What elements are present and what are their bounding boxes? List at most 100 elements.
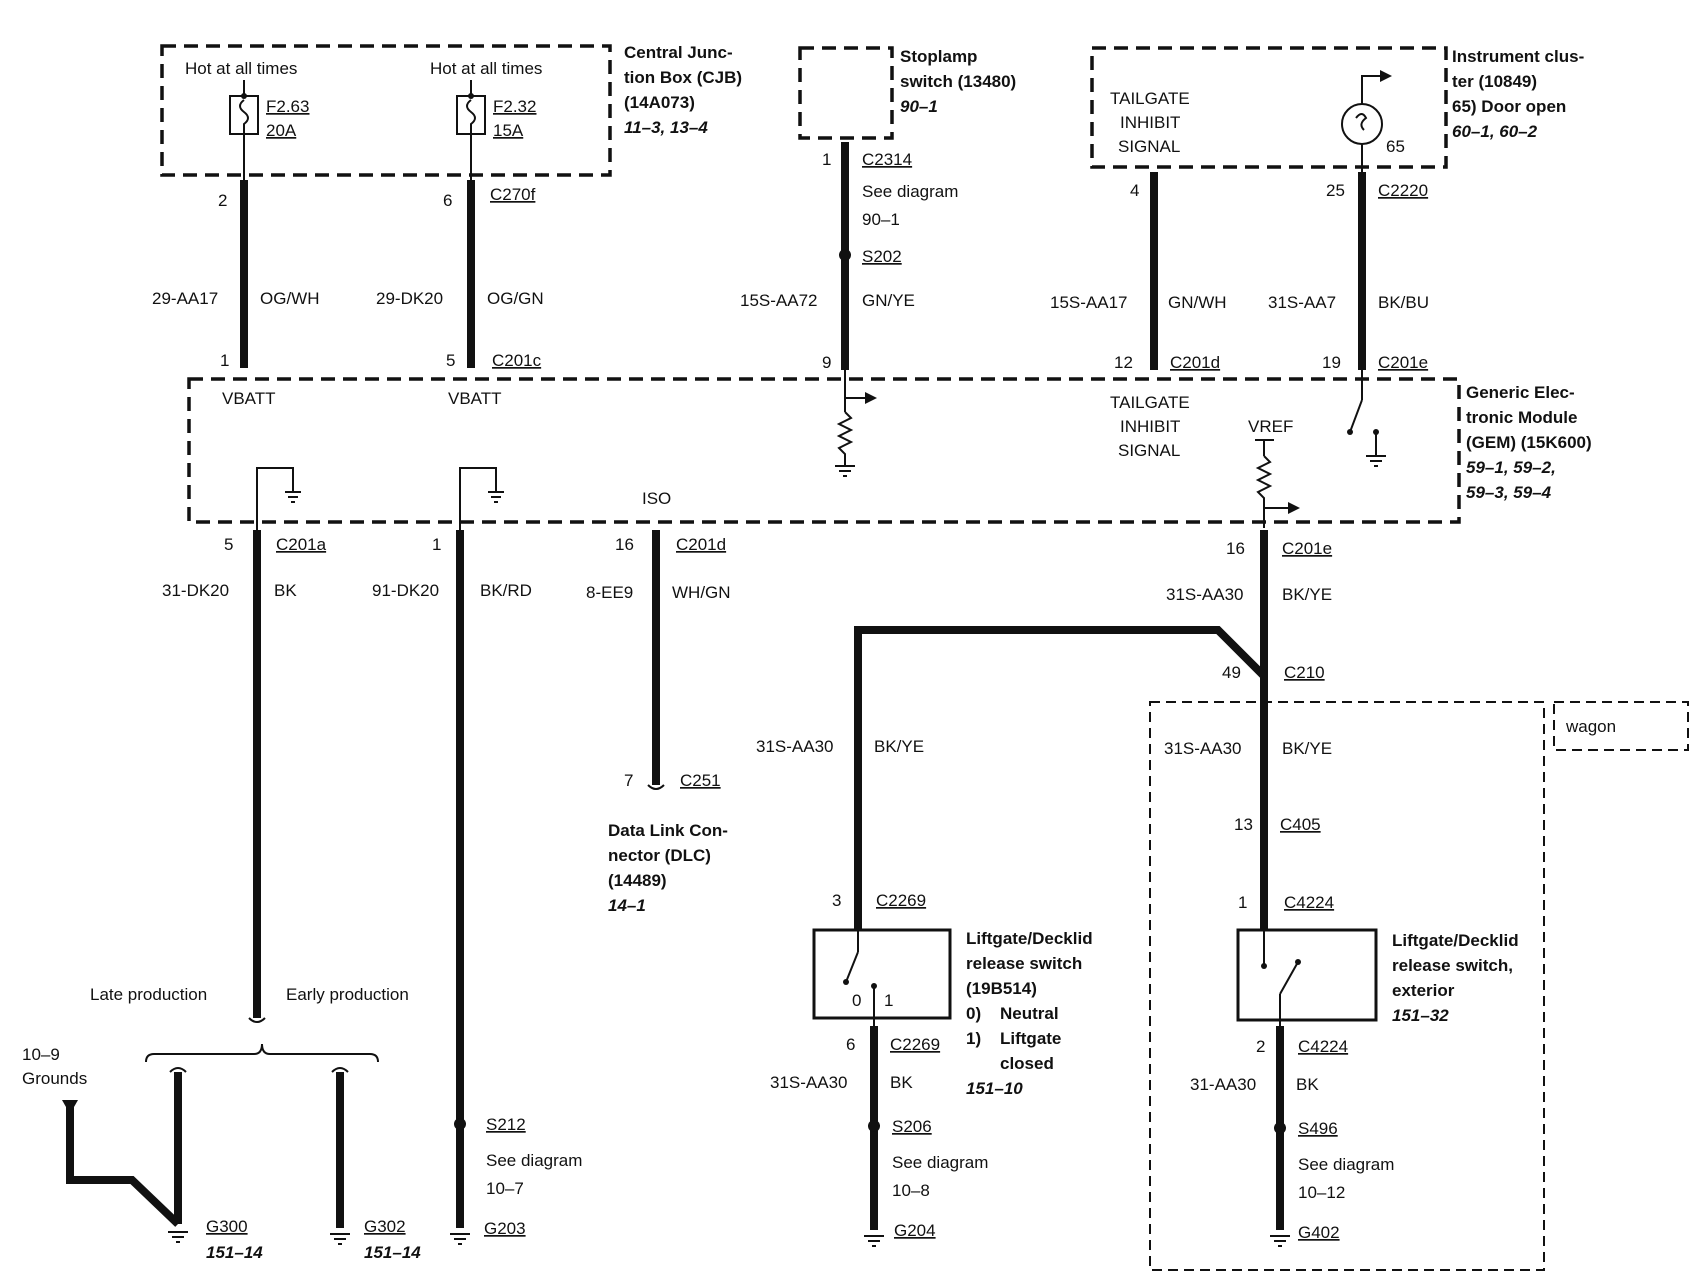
cluster-signal-label: TAILGATE INHIBIT SIGNAL <box>1110 89 1190 156</box>
fuse-icon <box>456 80 486 180</box>
splice-dot <box>839 249 851 261</box>
connector-label: C270f <box>490 185 536 204</box>
late-production-label: Late production <box>90 985 207 1004</box>
svg-text:1): 1) <box>966 1029 981 1048</box>
svg-text:exterior: exterior <box>1392 981 1455 1000</box>
pin-label: 4 <box>1130 181 1139 200</box>
ground-icon <box>168 1231 188 1243</box>
cluster-box <box>1090 46 1448 169</box>
pin-label: 5 <box>446 351 455 370</box>
circuit-label: 31S-AA30 <box>1164 739 1242 758</box>
stoplamp-box <box>798 46 894 140</box>
ground-label: G302 <box>364 1217 406 1236</box>
connector-label: C405 <box>1280 815 1321 834</box>
connector-label: C201e <box>1378 353 1428 372</box>
color-label: BK/BU <box>1378 293 1429 312</box>
note-label: 10–12 <box>1298 1183 1345 1202</box>
svg-text:59–1, 59–2,: 59–1, 59–2, <box>1466 458 1556 477</box>
svg-text:Instrument clus-: Instrument clus- <box>1452 47 1584 66</box>
ground-icon <box>1270 1235 1290 1247</box>
note-label: See diagram <box>862 182 958 201</box>
cjb-hot-label-2: Hot at all times <box>430 59 542 78</box>
wire-end-mark <box>647 784 665 790</box>
svg-text:SIGNAL: SIGNAL <box>1118 441 1180 460</box>
svg-text:SIGNAL: SIGNAL <box>1118 137 1180 156</box>
door-open-lamp-icon <box>1341 70 1392 175</box>
note-label: 10–8 <box>892 1181 930 1200</box>
pin-label: 9 <box>822 353 831 372</box>
resistor-icon <box>835 370 877 477</box>
switch-left-icon <box>843 930 877 1026</box>
cjb-title: Central Junc- tion Box (CJB) (14A073) 11… <box>624 43 742 137</box>
cjb-hot-label-1: Hot at all times <box>185 59 297 78</box>
wagon-label-box <box>1553 701 1689 751</box>
splice-label: S202 <box>862 247 902 266</box>
pin-label: 2 <box>218 191 227 210</box>
circuit-label: 31-DK20 <box>162 581 229 600</box>
circuit-label: 29-AA17 <box>152 289 218 308</box>
fuse-1-rating: 20A <box>266 121 297 140</box>
fuse-2-rating: 15A <box>493 121 524 140</box>
circuit-label: 31S-AA30 <box>1166 585 1244 604</box>
svg-text:(14A073): (14A073) <box>624 93 695 112</box>
ground-icon <box>256 467 301 530</box>
svg-text:tronic Module: tronic Module <box>1466 408 1577 427</box>
connector-label: C4224 <box>1298 1037 1348 1056</box>
svg-text:151–32: 151–32 <box>1392 1006 1449 1025</box>
wire-end-mark <box>248 1017 266 1023</box>
color-label: OG/GN <box>487 289 544 308</box>
svg-text:Neutral: Neutral <box>1000 1004 1059 1023</box>
pin-label: 1 <box>822 150 831 169</box>
pin-label: 13 <box>1234 815 1253 834</box>
pin-label: 1 <box>1238 893 1247 912</box>
connector-label: C201d <box>676 535 726 554</box>
svg-text:Liftgate: Liftgate <box>1000 1029 1061 1048</box>
svg-text:INHIBIT: INHIBIT <box>1120 113 1180 132</box>
switch-left-title: Liftgate/Decklid release switch (19B514)… <box>966 929 1093 1098</box>
svg-text:Liftgate/Decklid: Liftgate/Decklid <box>966 929 1093 948</box>
pin-label: 1 <box>432 535 441 554</box>
connector-label: C251 <box>680 771 721 790</box>
splice-dot <box>868 1120 880 1132</box>
svg-text:90–1: 90–1 <box>900 97 938 116</box>
svg-text:(14489): (14489) <box>608 871 667 890</box>
vref-resistor-icon <box>1255 439 1300 528</box>
splice-label: S212 <box>486 1115 526 1134</box>
color-label: BK/YE <box>1282 585 1332 604</box>
pin-label: 16 <box>615 535 634 554</box>
ground-label: G300 <box>206 1217 248 1236</box>
connector-label: C2314 <box>862 150 912 169</box>
pin-label: 25 <box>1326 181 1345 200</box>
svg-text:tion Box (CJB): tion Box (CJB) <box>624 68 742 87</box>
color-label: BK <box>890 1073 913 1092</box>
connector-label: C201e <box>1282 539 1332 558</box>
svg-text:14–1: 14–1 <box>608 896 646 915</box>
stoplamp-title: Stoplamp switch (13480) 90–1 <box>900 47 1016 116</box>
connector-label: C2220 <box>1378 181 1428 200</box>
svg-text:60–1, 60–2: 60–1, 60–2 <box>1452 122 1538 141</box>
circuit-label: 15S-AA17 <box>1050 293 1128 312</box>
svg-text:release switch,: release switch, <box>1392 956 1513 975</box>
color-label: GN/YE <box>862 291 915 310</box>
splice-dot <box>454 1118 466 1130</box>
ground-ref: 151–14 <box>206 1243 263 1262</box>
cluster-title: Instrument clus- ter (10849) 65) Door op… <box>1452 47 1584 141</box>
ground-icon <box>330 1233 350 1245</box>
switch-right-icon <box>1261 930 1301 1026</box>
pin-label: 1 <box>220 351 229 370</box>
svg-text:(GEM) (15K600): (GEM) (15K600) <box>1466 433 1592 452</box>
connector-label: C210 <box>1284 663 1325 682</box>
color-label: BK/YE <box>874 737 924 756</box>
gem-vref: VREF <box>1248 417 1293 436</box>
color-label: OG/WH <box>260 289 320 308</box>
connector-label: C201c <box>492 351 542 370</box>
splice-label: S206 <box>892 1117 932 1136</box>
svg-text:(19B514): (19B514) <box>966 979 1037 998</box>
pin-label: 19 <box>1322 353 1341 372</box>
note-label: See diagram <box>892 1153 988 1172</box>
ground-label: G402 <box>1298 1223 1340 1242</box>
color-label: BK <box>274 581 297 600</box>
grounds-note: 10–9 <box>22 1045 60 1064</box>
ground-icon <box>459 467 504 530</box>
